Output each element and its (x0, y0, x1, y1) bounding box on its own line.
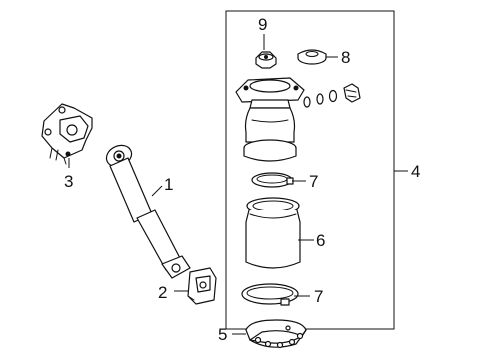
callout-8: 8 (341, 48, 350, 67)
nut-part-9[interactable] (255, 51, 277, 69)
callout-4: 4 (411, 162, 420, 181)
callout-7-lower: 7 (314, 287, 323, 306)
callout-2: 2 (158, 283, 167, 302)
upper-mount-plate[interactable] (235, 77, 305, 109)
retainer-ring-part-5[interactable] (245, 319, 307, 349)
lower-bracket-part-2[interactable] (187, 267, 217, 305)
clamp-ring-upper-part-7[interactable] (251, 172, 294, 188)
shock-absorber-part-1[interactable] (103, 141, 191, 279)
callout-6: 6 (316, 231, 325, 250)
callout-5: 5 (218, 325, 227, 344)
callout-9: 9 (258, 15, 267, 34)
air-spring-bellows[interactable] (243, 107, 297, 162)
leader-1 (151, 185, 163, 197)
air-spring-sleeve-part-6[interactable] (245, 197, 301, 269)
callout-1: 1 (164, 175, 173, 194)
callout-3: 3 (64, 172, 73, 191)
clamp-ring-lower-part-7[interactable] (241, 283, 299, 306)
cap-part-8[interactable] (297, 49, 327, 65)
bolt[interactable] (343, 83, 361, 103)
callout-7-upper: 7 (309, 172, 318, 191)
upper-mount-bracket-part-3[interactable] (41, 103, 93, 165)
washers[interactable] (303, 89, 338, 108)
air-spring-assembly-box (225, 10, 395, 330)
